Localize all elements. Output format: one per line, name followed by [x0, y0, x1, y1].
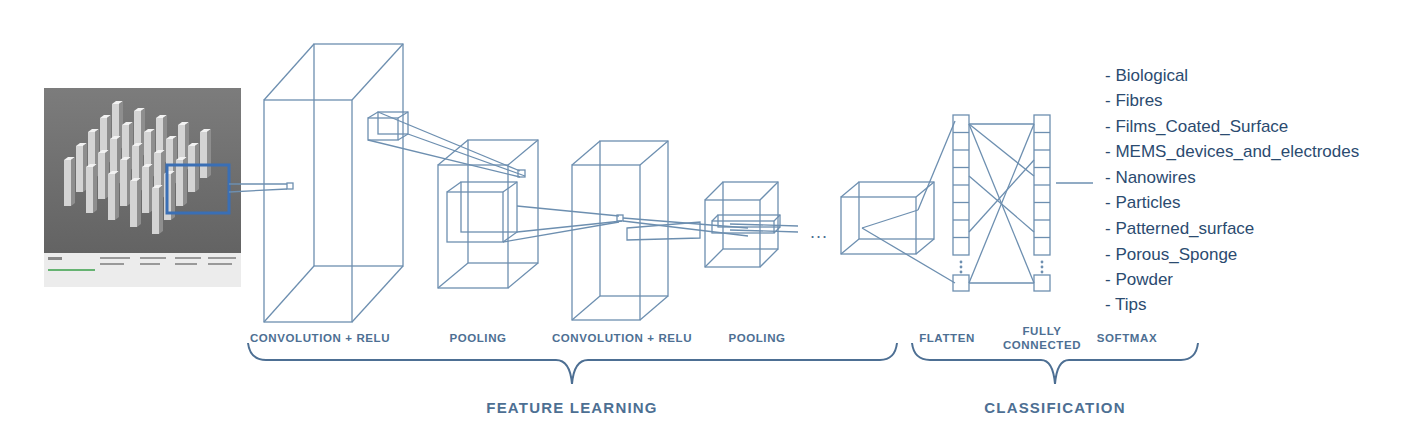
- ellipsis: ...: [810, 223, 828, 241]
- class-name: - Biological: [1105, 66, 1188, 86]
- group-title: FEATURE LEARNING: [486, 399, 657, 417]
- stage-label: POOLING: [728, 331, 785, 345]
- stage-label: FLATTEN: [919, 331, 975, 345]
- stage-label: SOFTMAX: [1097, 331, 1157, 345]
- sem-image: [44, 88, 241, 287]
- stage-label: POOLING: [449, 331, 506, 345]
- class-name: - Nanowires: [1105, 168, 1196, 188]
- group-title: CLASSIFICATION: [984, 399, 1126, 417]
- class-name: - Films_Coated_Surface: [1105, 117, 1288, 137]
- stage-label: CONVOLUTION + RELU: [250, 331, 390, 345]
- stage-label: FULLY CONNECTED: [1002, 324, 1082, 352]
- class-name: - Fibres: [1105, 91, 1163, 111]
- class-name: - Porous_Sponge: [1105, 245, 1237, 265]
- class-name: - MEMS_devices_and_electrodes: [1105, 142, 1359, 162]
- class-name: - Tips: [1105, 295, 1147, 315]
- stage-label: CONVOLUTION + RELU: [552, 331, 692, 345]
- class-name: - Powder: [1105, 270, 1173, 290]
- ellipsis-dots: [960, 261, 1044, 274]
- class-name: - Patterned_surface: [1105, 219, 1254, 239]
- class-name: - Particles: [1105, 193, 1181, 213]
- network-drawing: [229, 44, 1198, 384]
